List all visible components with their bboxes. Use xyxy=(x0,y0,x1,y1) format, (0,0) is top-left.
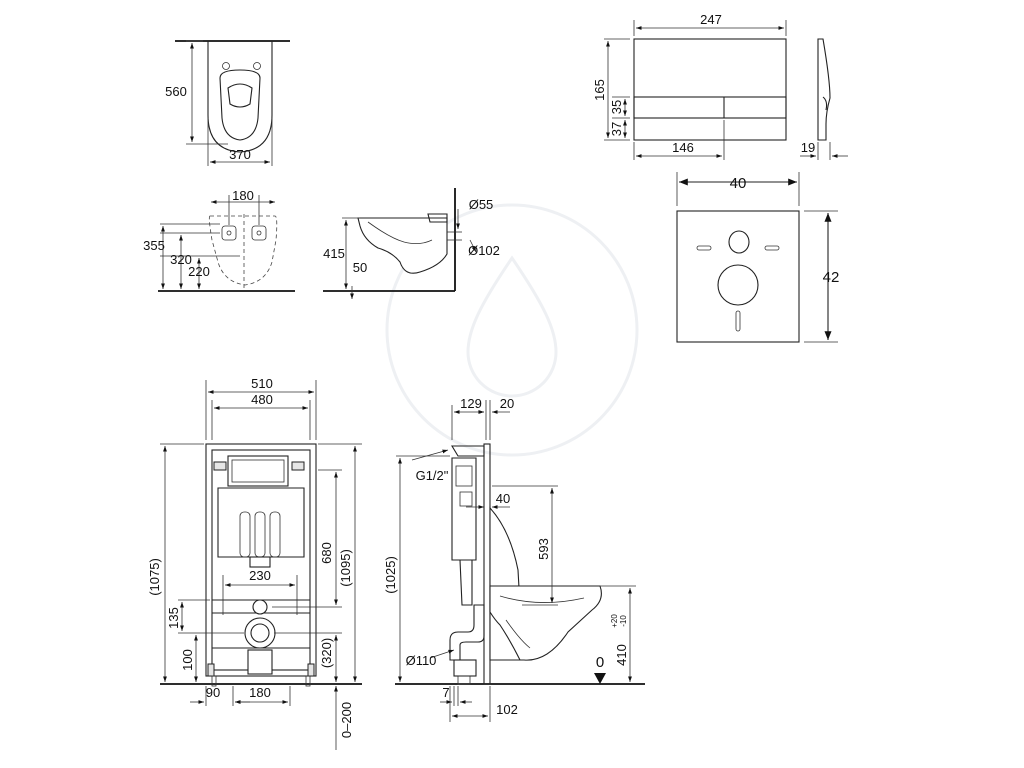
frame-height-1075-label: (1075) xyxy=(147,558,162,596)
seat-tol-minus-label: -10 xyxy=(619,615,628,627)
frame-adjust-label: 0–200 xyxy=(339,702,354,738)
bowl-depth-label: 560 xyxy=(165,84,187,99)
rear-220-label: 220 xyxy=(188,264,210,279)
plate-width-label: 247 xyxy=(700,12,722,27)
plate-35-label: 35 xyxy=(609,100,624,114)
frame-inner-width-label: 480 xyxy=(251,392,273,407)
bowl-width-label: 370 xyxy=(229,147,251,162)
frame-90-label: 90 xyxy=(206,685,220,700)
plate-37-label: 37 xyxy=(609,122,624,136)
frame-outer-width-label: 510 xyxy=(251,376,273,391)
side-593-label: 593 xyxy=(536,538,551,560)
plate-height-label: 165 xyxy=(592,79,607,101)
side-129-label: 129 xyxy=(460,396,482,411)
frame-680-label: 680 xyxy=(319,542,334,564)
frame-135-label: 135 xyxy=(166,607,181,629)
pad-height-label: 42 xyxy=(823,269,840,286)
side-50-label: 50 xyxy=(353,260,367,275)
side-height-label: 415 xyxy=(323,246,345,261)
gasket-pad: 40 42 xyxy=(676,172,840,343)
frame-100-label: 100 xyxy=(180,649,195,671)
frame-front-view: 510 480 (1075) 680 (1095) (320) 230 135 … xyxy=(147,376,362,750)
flush-plate-side: 19 xyxy=(800,38,848,160)
side-height-1025-label: (1025) xyxy=(383,556,398,594)
side-7-label: 7 xyxy=(442,685,449,700)
side-40-label: 40 xyxy=(496,491,510,506)
frame-180-label: 180 xyxy=(249,685,271,700)
flush-plate-front: 247 165 35 37 146 xyxy=(592,12,787,160)
frame-height-1095-label: (1095) xyxy=(338,549,353,587)
water-inlet-label: G1/2" xyxy=(416,468,449,483)
zero-level-label: 0 xyxy=(596,654,604,671)
watermark-drop-icon xyxy=(385,203,639,457)
zero-level-marker xyxy=(594,673,606,684)
rear-180-label: 180 xyxy=(232,188,254,203)
pad-width-label: 40 xyxy=(730,175,747,192)
frame-side-view: 129 20 G1/2" 40 593 (1025) Ø110 7 102 0 … xyxy=(383,396,645,722)
seat-height-label: 410 xyxy=(614,644,629,666)
frame-230-label: 230 xyxy=(249,568,271,583)
side-dia102-label: Ø102 xyxy=(468,243,500,258)
plate-depth-label: 19 xyxy=(801,140,815,155)
side-20-label: 20 xyxy=(500,396,514,411)
side-dia55-label: Ø55 xyxy=(469,197,494,212)
rear-355-label: 355 xyxy=(143,238,165,253)
bowl-side-view: Ø55 Ø102 415 50 xyxy=(323,188,500,299)
side-dia110-label: Ø110 xyxy=(406,653,437,668)
bowl-top-view: 560 370 xyxy=(165,40,290,166)
side-102-label: 102 xyxy=(496,702,518,717)
frame-320-label: (320) xyxy=(319,638,334,668)
seat-tol-plus-label: +20 xyxy=(610,614,619,628)
rear-320-label: 320 xyxy=(170,252,192,267)
bowl-rear-view: 180 355 320 220 xyxy=(143,188,295,292)
plate-146-label: 146 xyxy=(672,140,694,155)
